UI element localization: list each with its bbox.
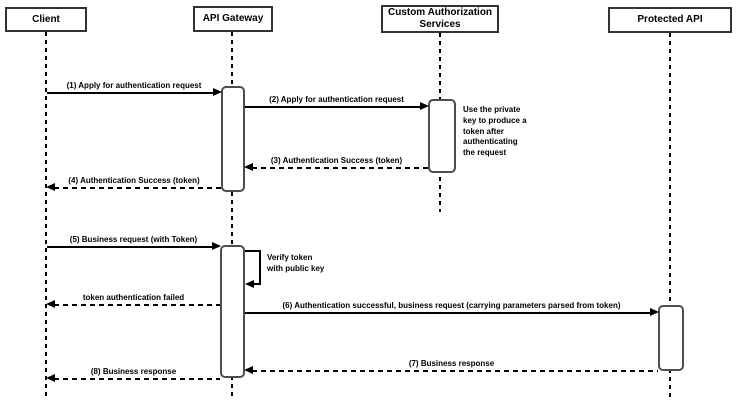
message-1-line — [47, 92, 214, 94]
participant-client: Client — [5, 7, 87, 32]
activation-api-gateway-2 — [220, 245, 245, 378]
self-message-label: Verify token with public key — [267, 253, 325, 273]
arrowhead-right-icon — [420, 102, 429, 110]
message-4-line — [54, 187, 221, 189]
activation-api-gateway-1 — [221, 86, 245, 192]
arrowhead-right-icon — [212, 242, 221, 250]
self-loop-bottom-segment — [252, 283, 261, 285]
lifeline-client — [45, 32, 47, 397]
arrowhead-left-icon — [46, 300, 55, 308]
message-token-failed-label: token authentication failed — [82, 293, 185, 302]
arrowhead-left-icon — [244, 366, 253, 374]
participant-api-gateway: API Gateway — [193, 6, 273, 32]
message-3-label: (3) Authentication Success (token) — [270, 156, 403, 165]
message-6-label: (6) Authentication successful, business … — [282, 301, 621, 310]
arrowhead-right-icon — [213, 88, 222, 96]
message-7-line — [252, 370, 658, 372]
arrowhead-left-icon — [46, 183, 55, 191]
arrowhead-left-icon — [245, 280, 254, 288]
lifeline-protected-api — [669, 33, 671, 397]
arrowhead-left-icon — [46, 374, 55, 382]
message-3-line — [252, 167, 428, 169]
message-1-label: (1) Apply for authentication request — [66, 81, 202, 90]
activation-protected-api — [658, 305, 684, 371]
note-private-key: Use the private key to produce a token a… — [463, 105, 527, 158]
message-token-failed-line — [54, 304, 220, 306]
activation-custom-authorization-services — [428, 99, 456, 173]
self-loop-right-segment — [259, 250, 261, 285]
arrowhead-right-icon — [650, 308, 659, 316]
arrowhead-left-icon — [244, 163, 253, 171]
message-2-label: (2) Apply for authentication request — [269, 95, 404, 104]
lifeline-api-gateway — [231, 32, 233, 397]
participant-protected-api: Protected API — [608, 7, 732, 33]
message-6-line — [245, 312, 651, 314]
message-8-line — [54, 378, 220, 380]
message-7-label: (7) Business response — [408, 359, 495, 368]
message-5-line — [47, 246, 213, 248]
message-5-label: (5) Business request (with Token) — [69, 235, 198, 244]
message-8-label: (8) Business response — [90, 367, 177, 376]
message-4-label: (4) Authentication Success (token) — [68, 176, 200, 185]
participant-custom-authorization-services: Custom Authorization Services — [381, 5, 499, 33]
message-2-line — [245, 106, 421, 108]
self-loop-top-segment — [245, 250, 261, 252]
